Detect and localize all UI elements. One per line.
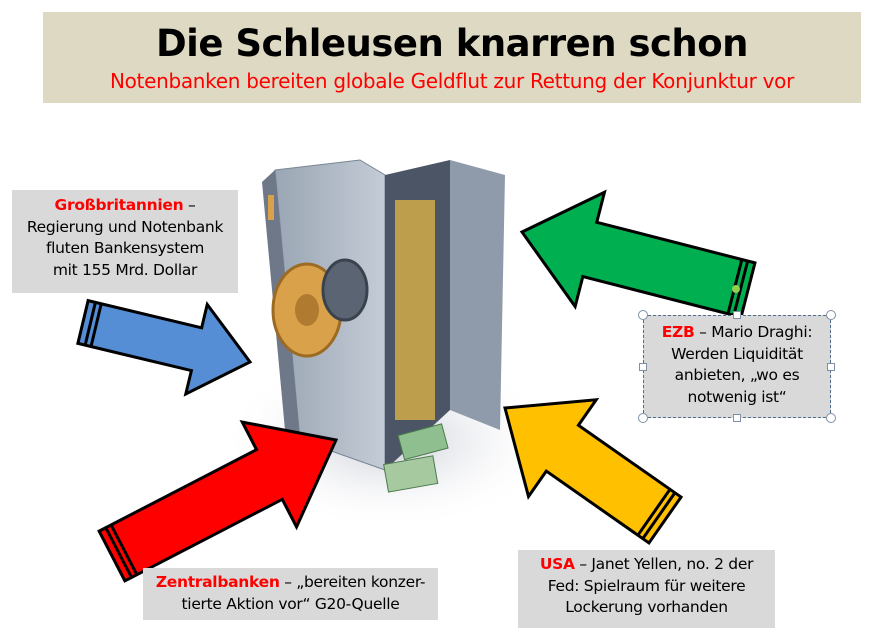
text: fluten Bankensystem — [45, 239, 205, 257]
rotation-handle[interactable] — [732, 285, 740, 293]
text: Werden Liquidität — [671, 344, 803, 363]
resize-handle-s[interactable] — [733, 414, 741, 422]
text: notwenig ist“ — [687, 387, 787, 406]
text: – Mario Draghi: — [694, 323, 813, 341]
arrow-stripe — [109, 524, 139, 576]
arrow-stripe — [636, 488, 672, 537]
arrow-stripe — [732, 260, 750, 316]
resize-handle-ne[interactable] — [826, 310, 836, 320]
text: – — [183, 196, 196, 214]
label-usa: USA — [539, 555, 575, 573]
text: mit 155 Mrd. Dollar — [52, 260, 198, 279]
slide-subtitle: Notenbanken bereiten globale Geldflut zu… — [109, 69, 795, 93]
text: Fed: Spielraum für weitere — [547, 576, 746, 595]
slide-title: Die Schleusen knarren schon — [155, 22, 749, 65]
resize-handle-nw[interactable] — [638, 310, 648, 320]
text: Regierung und Notenbank — [26, 217, 224, 236]
yellow-arrow[interactable] — [471, 360, 699, 569]
resize-handle-n[interactable] — [733, 311, 741, 319]
label-ezb: EZB — [661, 323, 695, 341]
resize-handle-se[interactable] — [826, 413, 836, 423]
resize-handle-sw[interactable] — [638, 413, 648, 423]
arrow-stripe — [83, 302, 97, 346]
text: Lockerung vorhanden — [565, 598, 728, 616]
text: tierte Aktion vor“ G20-Quelle — [181, 594, 400, 613]
label-grossbritannien: Großbritannien — [54, 196, 184, 214]
textbox-usa[interactable]: USA – Janet Yellen, no. 2 der Fed: Spiel… — [518, 550, 775, 628]
green-arrow[interactable] — [507, 175, 762, 347]
text: anbieten, „wo es — [674, 366, 800, 384]
text: – Janet Yellen, no. 2 der — [574, 555, 754, 573]
textbox-grossbritannien[interactable]: Großbritannien – Regierung und Notenbank… — [12, 190, 238, 293]
textbox-ezb-selected[interactable]: EZB – Mario Draghi: Werden Liquidität an… — [643, 315, 831, 418]
title-box[interactable]: Die Schleusen knarren schon Notenbanken … — [43, 12, 861, 103]
textbox-zentralbanken[interactable]: Zentralbanken – „bereiten konzer- tierte… — [143, 568, 438, 620]
arrow-stripe — [89, 303, 103, 347]
resize-handle-w[interactable] — [639, 363, 647, 371]
label-zentralbanken: Zentralbanken — [155, 573, 280, 591]
resize-handle-e[interactable] — [827, 363, 835, 371]
arrow-stripe — [104, 526, 133, 579]
text: – „bereiten konzer- — [279, 573, 426, 591]
red-arrow[interactable] — [85, 388, 363, 609]
arrow-stripe — [641, 491, 677, 540]
blue-arrow[interactable] — [72, 277, 260, 406]
